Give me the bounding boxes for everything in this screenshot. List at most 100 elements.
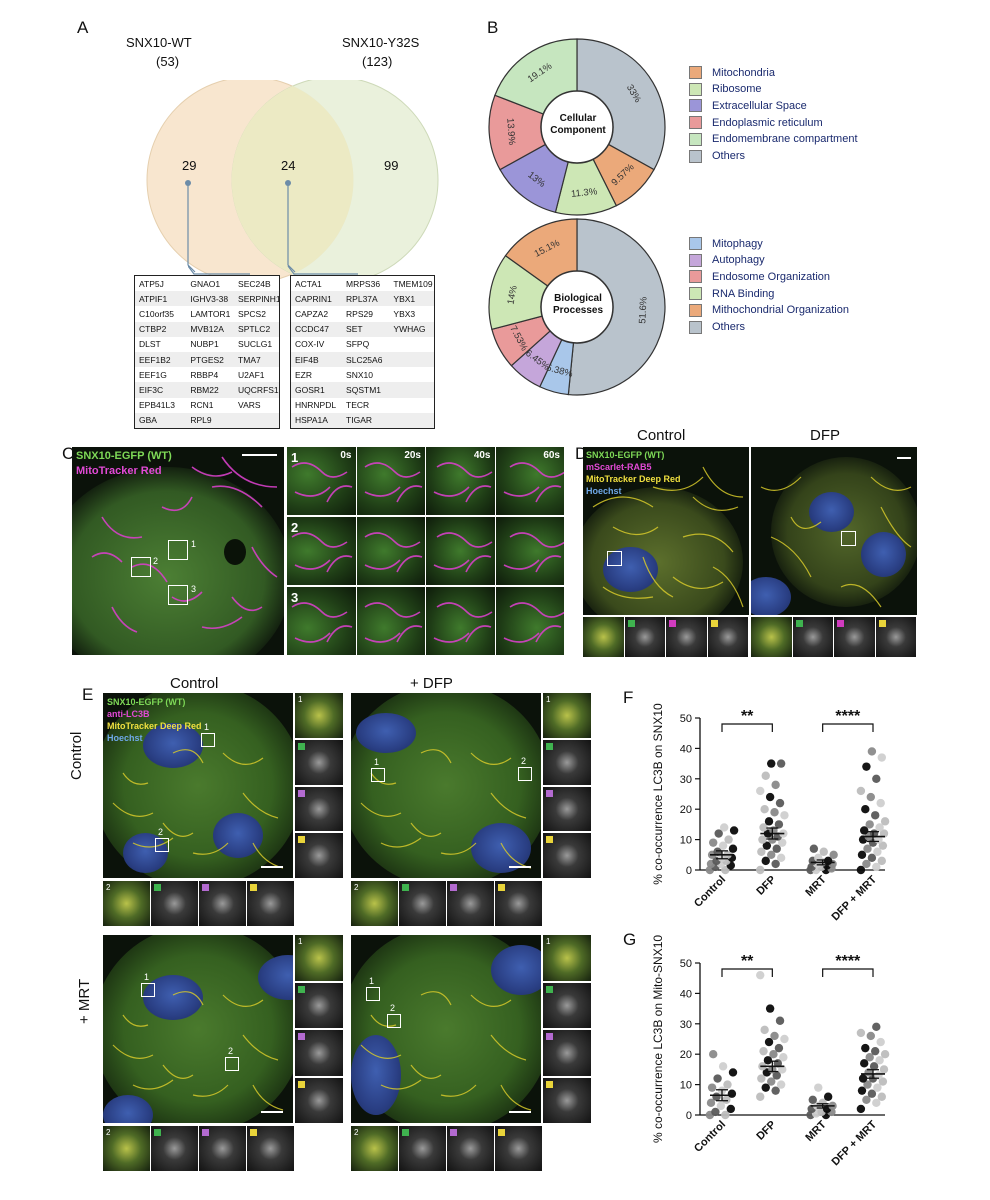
data-point [778, 838, 787, 847]
panel-e-col-control: Control [170, 675, 219, 692]
gene-name: TMA7 [238, 354, 261, 365]
panel-e-channel-label: Hoechst [107, 733, 143, 743]
donut-slice-label: 11.3% [571, 186, 599, 200]
channel-chip [402, 1129, 409, 1136]
timelapse-frame: 3 [287, 587, 356, 655]
thumbnail-number: 2 [106, 883, 111, 892]
channel-chip [250, 884, 257, 891]
panel-e-inset-2[interactable] [155, 838, 169, 852]
gene-name: VARS [238, 400, 261, 411]
gene-name: YBX3 [393, 308, 416, 319]
data-point [759, 823, 768, 832]
panel-e-inset-1[interactable] [371, 768, 385, 782]
panel-d-thumbnail [707, 617, 748, 657]
panel-e-inset-1[interactable] [201, 733, 215, 747]
panel-d-thumbnail [834, 617, 875, 657]
panel-e-inset-2[interactable] [387, 1014, 401, 1028]
panel-e-inset-1[interactable] [366, 987, 380, 1001]
gene-name: SET [346, 324, 363, 335]
channel-chip [498, 884, 505, 891]
channel-chip [710, 620, 718, 627]
legend-label: Endomembrane compartment [712, 133, 858, 146]
timelapse-frame [426, 587, 495, 655]
data-point [865, 1053, 874, 1062]
gene-name: SPCS2 [238, 308, 266, 319]
data-point [856, 1028, 866, 1038]
panel-d-dfp-inset[interactable] [841, 531, 856, 546]
panel-c-inset-3[interactable] [168, 585, 188, 605]
data-point [718, 841, 728, 850]
panel-e-thumbnail: 1 [543, 693, 591, 738]
panel-e-inset-2[interactable] [518, 767, 532, 781]
data-point [819, 847, 828, 856]
data-point [857, 1086, 867, 1095]
legend-item: Endosome Organization [689, 270, 830, 284]
panel-c-main-image: 1 2 3 SNX10-EGFP (WT) MitoTracker Red [72, 447, 284, 655]
panel-e-thumbnail [543, 739, 591, 785]
legend-item: Extracellular Space [689, 99, 807, 113]
nucleus [351, 1035, 401, 1115]
channel-chip [546, 789, 553, 797]
gene-name: HNRNPDL [295, 400, 337, 411]
channel-chip [450, 1129, 457, 1136]
channel-chip [298, 742, 305, 750]
data-point [769, 1050, 778, 1059]
legend-item: Others [689, 149, 745, 163]
venn-left-count: (53) [156, 54, 180, 69]
legend-swatch [689, 320, 702, 334]
panel-c-inset-1[interactable] [168, 540, 188, 560]
panel-c-inset-2[interactable] [131, 557, 151, 577]
data-point [707, 1083, 717, 1092]
data-point [878, 1077, 888, 1086]
data-point [808, 1095, 817, 1104]
data-point [857, 850, 867, 859]
panel-d-control-inset[interactable] [607, 551, 622, 566]
thumbnail-number: 2 [354, 1128, 359, 1137]
data-point [860, 1059, 869, 1068]
legend-label: Autophagy [712, 254, 765, 267]
data-point [758, 835, 767, 844]
panel-e-thumbnail [247, 881, 294, 926]
gene-name: CAPZA2 [295, 308, 329, 319]
venn-overlap [231, 86, 354, 274]
thumbnail-number: 2 [106, 1128, 111, 1137]
data-point [760, 1025, 769, 1035]
legend-swatch [689, 253, 702, 267]
timelapse-frame [426, 517, 495, 585]
data-point [756, 1092, 765, 1101]
timelapse-time-label: 0s [340, 450, 352, 461]
panel-d-thumbnail [666, 617, 707, 657]
gene-name: U2AF1 [238, 369, 265, 380]
panel-d-label-1: SNX10-EGFP (WT) [586, 450, 665, 460]
data-point [728, 844, 738, 853]
data-point [877, 1092, 886, 1101]
legend-swatch [689, 82, 702, 96]
panel-d-control-image: SNX10-EGFP (WT) mScarlet-RAB5 MitoTracke… [583, 447, 749, 615]
data-point [867, 747, 877, 756]
gene-name: RBBP4 [190, 369, 219, 380]
panel-e-inset-2[interactable] [225, 1057, 239, 1071]
channel-chip [546, 836, 553, 844]
legend-swatch [689, 132, 702, 146]
panel-e-thumbnail [399, 1126, 446, 1171]
data-point [711, 1107, 720, 1117]
panel-e-inset-1[interactable] [141, 983, 155, 997]
gene-name: SEC24B [238, 278, 271, 289]
panel-e-inset-label: 2 [521, 756, 527, 766]
legend-label: Endoplasmic reticulum [712, 116, 823, 129]
panel-e-letter: E [82, 685, 94, 704]
data-point [875, 823, 884, 832]
data-point [772, 1071, 781, 1080]
data-point [759, 1046, 768, 1056]
timelapse-row-label: 3 [291, 590, 299, 605]
panel-a-letter: A [77, 18, 89, 37]
panel-e-thumbnail: 2 [351, 1126, 398, 1171]
